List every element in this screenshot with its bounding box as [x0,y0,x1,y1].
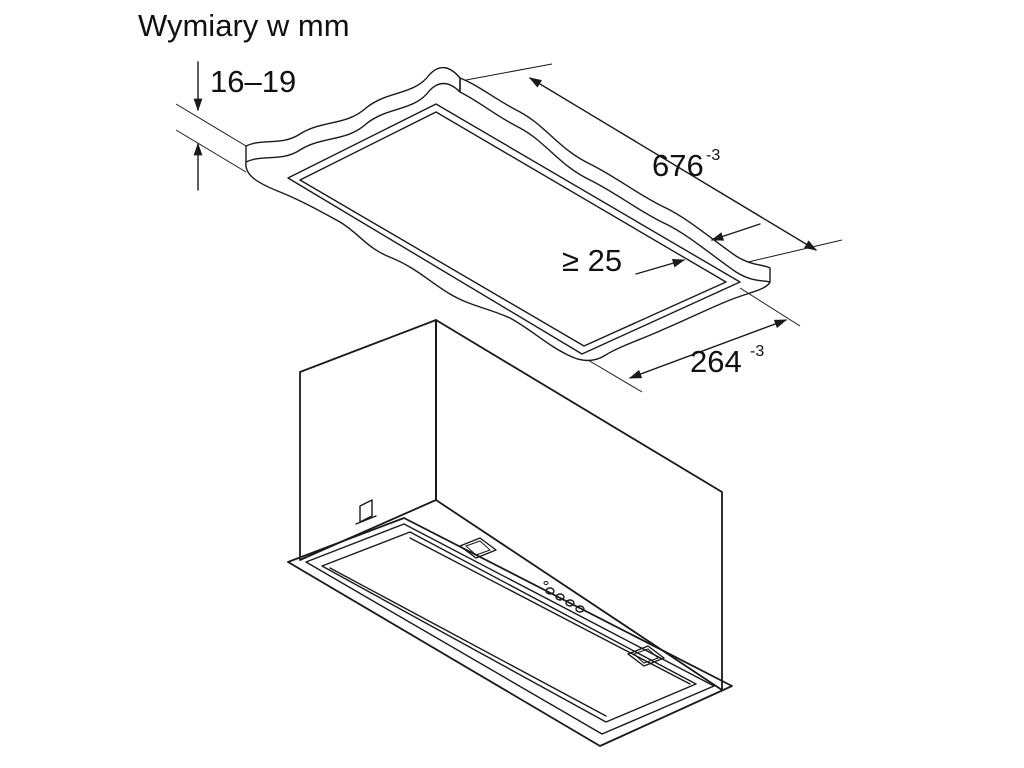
hood-mounting-bracket [355,499,377,525]
hood-button-2 [555,593,565,601]
dimension-length: 676 -3 [465,63,843,263]
diagram-title: Wymiary w mm [138,8,350,43]
cabinet-board [245,67,771,362]
hood-light-left [459,537,497,559]
hood-button-1 [545,587,555,595]
dimension-width-tolerance: -3 [750,343,764,360]
dimension-width: 264 -3 [587,287,801,393]
hood-bottom-frame [287,517,733,747]
hood-filter-panel [321,531,697,723]
dimension-edge-distance-label: ≥ 25 [562,243,622,278]
hood-body-right-face [435,319,723,691]
hood-control-buttons [543,581,585,613]
hood-light-right [627,645,665,667]
hood-bottom-frame-inner [305,523,715,735]
dimension-thickness: 16–19 [175,61,296,191]
cutout-outer [287,103,741,355]
dimension-width-label: 264 [690,344,742,379]
hood-button-5 [543,581,549,585]
hood-button-4 [575,605,585,613]
cutout-inner [299,111,727,347]
dimension-thickness-label: 16–19 [210,64,296,99]
dimension-length-label: 676 [652,148,704,183]
hood-button-3 [565,599,575,607]
dimension-length-tolerance: -3 [706,147,720,164]
dimension-edge-distance: ≥ 25 [562,223,761,278]
hood-unit [287,319,733,747]
